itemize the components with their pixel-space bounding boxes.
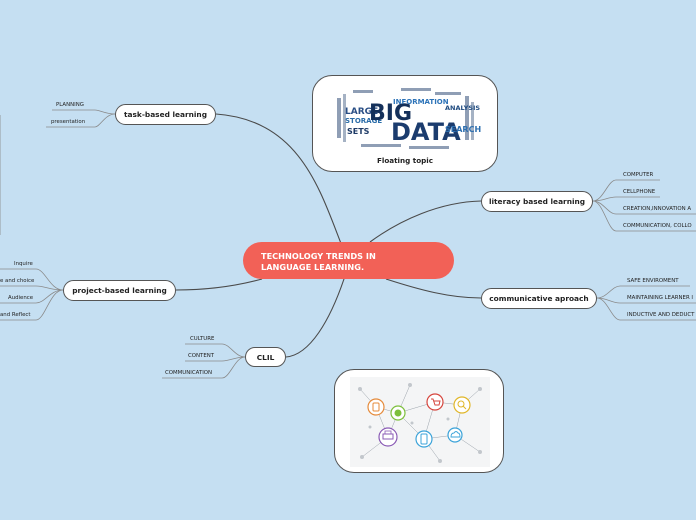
central-topic[interactable]: TECHNOLOGY TRENDS IN LANGUAGE LEARNING. — [243, 242, 454, 279]
subtopic-computer[interactable]: COMPUTER — [623, 172, 654, 178]
topic-communicative-approach[interactable]: communicative aproach — [481, 288, 597, 309]
topic-project-based-learning[interactable]: project-based learning — [63, 280, 176, 301]
cloud-icon — [447, 427, 463, 443]
tablet-icon — [367, 398, 385, 416]
technology-network-image — [350, 377, 490, 467]
word-data: DATA — [391, 118, 461, 146]
central-topic-line2: LANGUAGE LEARNING. — [261, 262, 365, 272]
subtopic-communication[interactable]: COMMUNICATION — [165, 370, 213, 376]
globe-icon — [390, 405, 406, 421]
connector-task-based — [215, 113, 343, 247]
connector-literacy — [369, 200, 482, 243]
cart-icon — [426, 393, 444, 411]
subtopic-safe-environment[interactable]: SAFE ENVIROMENT — [627, 278, 679, 284]
big-data-word-cloud-image: LARGE STORAGE SETS BIG INFORMATION DATA … — [337, 88, 481, 149]
word-information: INFORMATION — [393, 98, 449, 106]
word-search: SEARCH — [445, 125, 481, 134]
phone-icon — [415, 430, 433, 448]
connector-project-based — [175, 278, 263, 291]
central-topic-line1: TECHNOLOGY TRENDS IN — [261, 251, 376, 261]
topic-literacy-based-learning[interactable]: literacy based learning — [481, 191, 593, 212]
word-sets: SETS — [347, 127, 370, 136]
word-analysis: ANALYSIS — [445, 104, 480, 112]
subtopic-presentation[interactable]: presentation — [51, 119, 86, 125]
subtopic-audience[interactable]: Audience — [8, 295, 34, 301]
subtopic-communication-collaboration[interactable]: COMMUNICATION, COLLO — [623, 223, 692, 229]
word-storage: STORAGE — [345, 117, 382, 125]
printer-icon — [378, 427, 398, 447]
subtopic-cellphone[interactable]: CELLPHONE — [623, 189, 656, 195]
subtopic-voice-and-choice[interactable]: e and choice — [0, 278, 35, 284]
connector-clil — [285, 278, 345, 358]
subtopic-content[interactable]: CONTENT — [188, 353, 215, 359]
subtopic-inquire[interactable]: Inquire — [14, 261, 33, 267]
subtopic-revise-and-reflect[interactable]: and Reflect — [0, 312, 31, 318]
topic-clil[interactable]: CLIL — [245, 347, 286, 367]
subtopic-planning[interactable]: PLANNING — [56, 102, 84, 108]
subtopic-inductive-deductive[interactable]: INDUCTIVE AND DEDUCT — [627, 312, 695, 318]
subtopic-culture[interactable]: CULTURE — [190, 336, 215, 342]
word-big: BIG — [369, 101, 412, 126]
floating-topic[interactable]: LARGE STORAGE SETS BIG INFORMATION DATA … — [312, 75, 498, 172]
word-large: LARGE — [345, 107, 378, 117]
network-image-topic[interactable] — [334, 369, 504, 473]
subtopic-creation-innovation[interactable]: CREATION,INNOVATION A — [623, 206, 692, 212]
topic-task-based-learning[interactable]: task-based learning — [115, 104, 216, 125]
subtopic-maintaining-learner[interactable]: MAINTAINING LEARNER I — [627, 295, 693, 301]
connector-communicative — [385, 278, 482, 299]
floating-topic-label: Floating topic — [376, 156, 434, 165]
search-icon — [453, 396, 471, 414]
